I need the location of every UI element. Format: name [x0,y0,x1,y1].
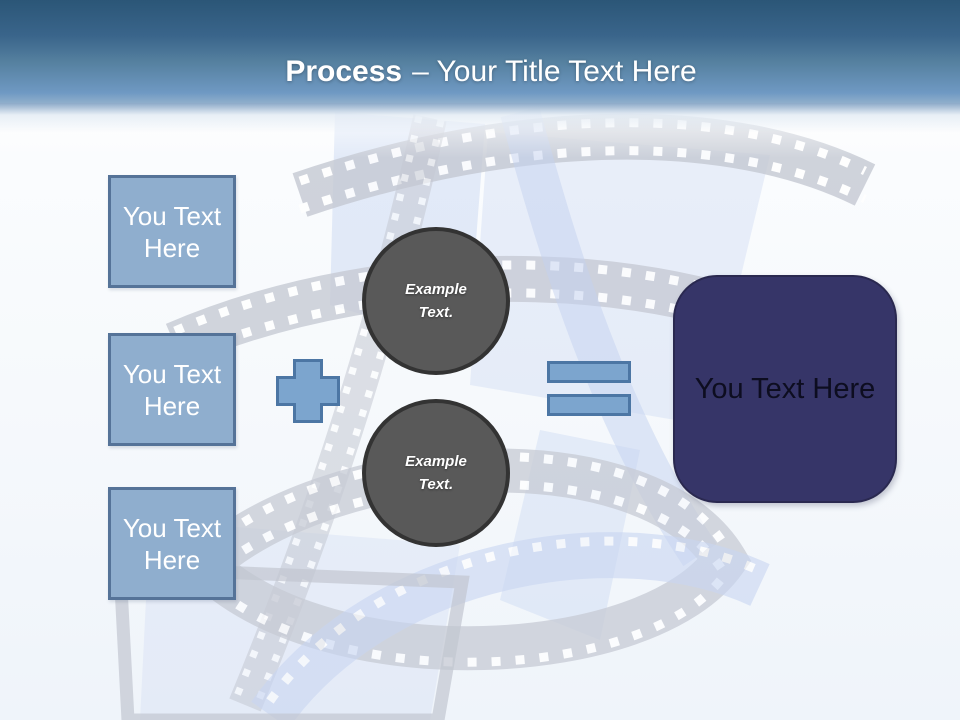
header-bar-fade [0,103,960,133]
equals-icon-bottom-bar [547,394,631,416]
input-box-2[interactable]: You Text Here [108,333,236,446]
header-bar [0,0,960,103]
example-circle-2[interactable]: Example Text. [362,399,510,547]
plus-icon-shape [276,359,340,423]
slide-title-subtitle: – Your Title Text Here [412,55,697,88]
example-circle-1[interactable]: Example Text. [362,227,510,375]
equals-icon-top-bar [547,361,631,383]
input-box-3[interactable]: You Text Here [108,487,236,600]
input-box-1[interactable]: You Text Here [108,175,236,288]
result-box-label: You Text Here [694,372,876,405]
plus-icon [276,359,340,423]
equals-icon [547,361,631,416]
example-circle-2-label: Example Text. [405,453,467,493]
slide-title: Process – Your Title Text Here [11,54,960,90]
input-box-3-label: You Text Here [122,512,222,575]
example-circle-1-label: Example Text. [405,281,467,321]
result-box[interactable]: You Text Here [673,275,897,503]
slide-title-keyword: Process [285,55,403,88]
input-box-1-label: You Text Here [122,200,222,263]
input-box-2-label: You Text Here [122,358,222,421]
